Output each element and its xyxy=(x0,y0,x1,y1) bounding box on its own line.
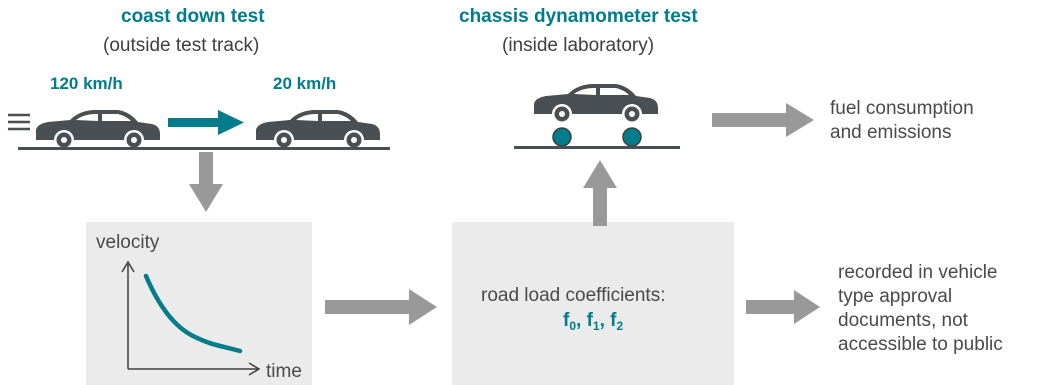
down-arrow-icon xyxy=(189,152,223,212)
speed-lines-icon xyxy=(8,113,30,131)
velocity-axis-label: velocity xyxy=(96,232,160,253)
records-arrow-icon xyxy=(746,290,820,324)
records-output-text: recorded in vehicle type approval docume… xyxy=(838,262,1003,355)
coef-f1: f1 xyxy=(586,310,600,333)
road-load-box xyxy=(452,222,734,385)
fuel-arrow-icon xyxy=(712,103,814,137)
lab-floor-line xyxy=(514,146,680,149)
coef-f0: f0 xyxy=(563,310,577,333)
chassis-dyno-subtitle: (inside laboratory) xyxy=(502,35,655,56)
coast-down-scene xyxy=(8,110,390,150)
chassis-dyno-title: chassis dynamometer test xyxy=(459,6,698,27)
decay-curve xyxy=(143,273,243,354)
road-load-label: road load coefficients: xyxy=(481,285,666,306)
speed-arrow-icon xyxy=(168,110,244,135)
speed-end-label: 20 km/h xyxy=(273,74,337,93)
coef-f2: f2 xyxy=(610,310,624,333)
velocity-decay-plot xyxy=(121,260,261,376)
coast-down-title: coast down test xyxy=(121,6,265,27)
car-start-icon xyxy=(36,110,160,150)
coast-down-subtitle: (outside test track) xyxy=(103,35,260,56)
speed-start-label: 120 km/h xyxy=(50,74,123,93)
car-dyno-icon xyxy=(534,84,658,124)
track-ground-line xyxy=(18,147,390,150)
car-end-icon xyxy=(256,110,380,150)
dyno-rollers-icon xyxy=(552,127,642,147)
time-axis-label: time xyxy=(266,361,302,382)
fuel-output-text: fuel consumption and emissions xyxy=(830,98,974,143)
right-arrow-icon xyxy=(325,289,437,325)
velocity-plot-box xyxy=(86,222,312,385)
road-load-coefficients: f0, f1, f2 xyxy=(563,310,624,333)
up-arrow-icon xyxy=(583,160,617,226)
dyno-scene xyxy=(514,84,680,149)
